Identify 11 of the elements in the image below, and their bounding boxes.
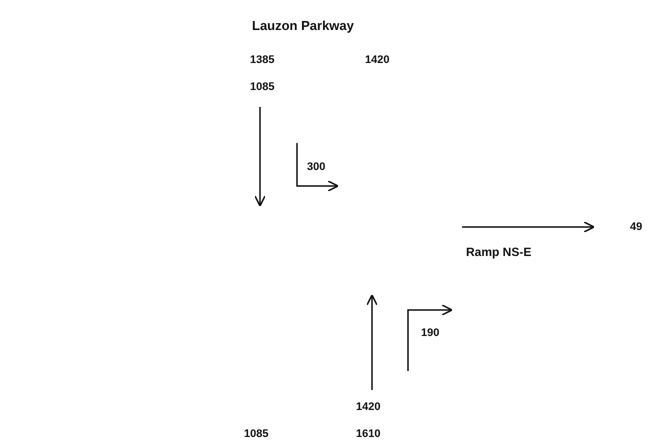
volume-number: 49 bbox=[630, 221, 642, 233]
volume-number: 1085 bbox=[250, 81, 274, 93]
volume-number: 1385 bbox=[250, 54, 274, 66]
volume-number: 1610 bbox=[356, 428, 380, 440]
volume-number: 1085 bbox=[244, 428, 268, 440]
volume-number: 190 bbox=[421, 327, 440, 339]
street-name: Lauzon Parkway bbox=[252, 19, 354, 33]
volume-number: 300 bbox=[307, 161, 326, 173]
volume-number: 1420 bbox=[356, 401, 380, 413]
volume-number: 1420 bbox=[365, 54, 390, 66]
ramp-name: Ramp NS-E bbox=[466, 246, 532, 259]
